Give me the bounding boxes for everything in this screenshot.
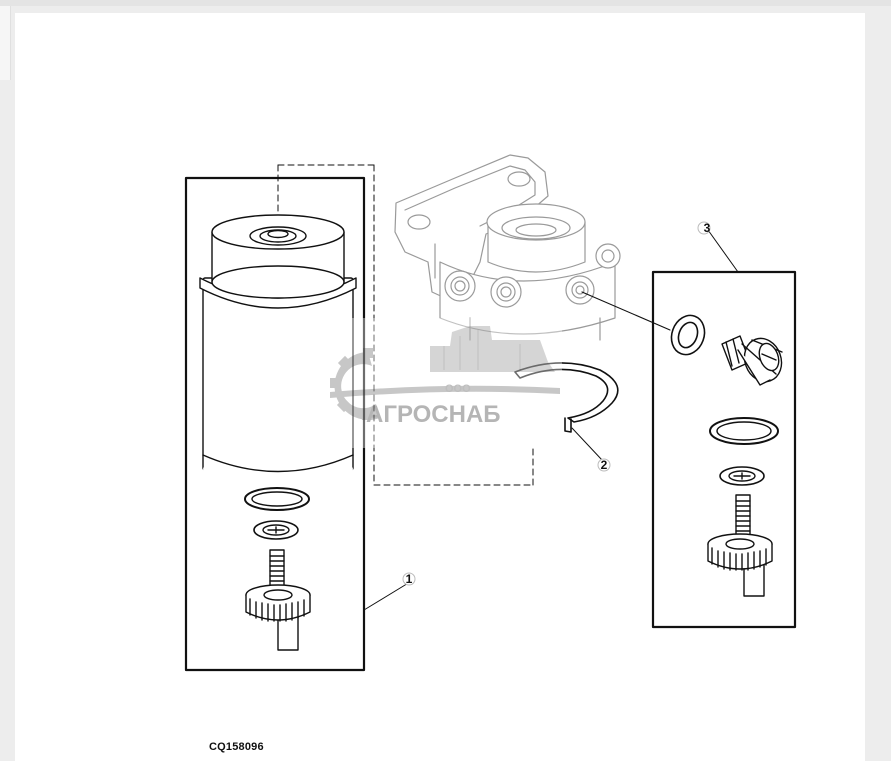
- vent-plug: [721, 335, 783, 386]
- assembly-guide-lines: [277, 164, 534, 486]
- svg-text:ООО: ООО: [445, 383, 471, 395]
- top-bar: [0, 0, 891, 6]
- callout-1: 1: [402, 572, 416, 586]
- svg-text:3: 3: [704, 221, 711, 235]
- port-washer: [670, 314, 706, 356]
- svg-text:1: 1: [406, 572, 413, 586]
- filter-head: [394, 154, 621, 341]
- drain-valve-1: [245, 549, 311, 651]
- seal-washer-3: [719, 466, 765, 486]
- drain-valve-3: [707, 494, 773, 597]
- leader-1: [363, 581, 411, 611]
- o-ring-3: [709, 417, 779, 445]
- kit-3-frame: [651, 270, 797, 629]
- callout-2: 2: [597, 458, 611, 472]
- watermark: ООО АГРОСНАБ: [322, 318, 562, 448]
- leader-2: [571, 427, 603, 461]
- svg-text:АГРОСНАБ: АГРОСНАБ: [366, 401, 501, 428]
- o-ring-1: [244, 487, 310, 511]
- filter-element: [199, 214, 357, 483]
- seal-washer-1: [253, 520, 299, 540]
- port-guide: [581, 291, 671, 331]
- left-strip: [0, 6, 11, 80]
- kit-1-frame: [184, 176, 366, 672]
- figure-code: CQ158096: [209, 741, 264, 753]
- callout-3: 3: [697, 221, 711, 235]
- leader-3: [707, 229, 739, 273]
- harvester-gear-logo-icon: [330, 326, 560, 420]
- svg-text:2: 2: [601, 458, 608, 472]
